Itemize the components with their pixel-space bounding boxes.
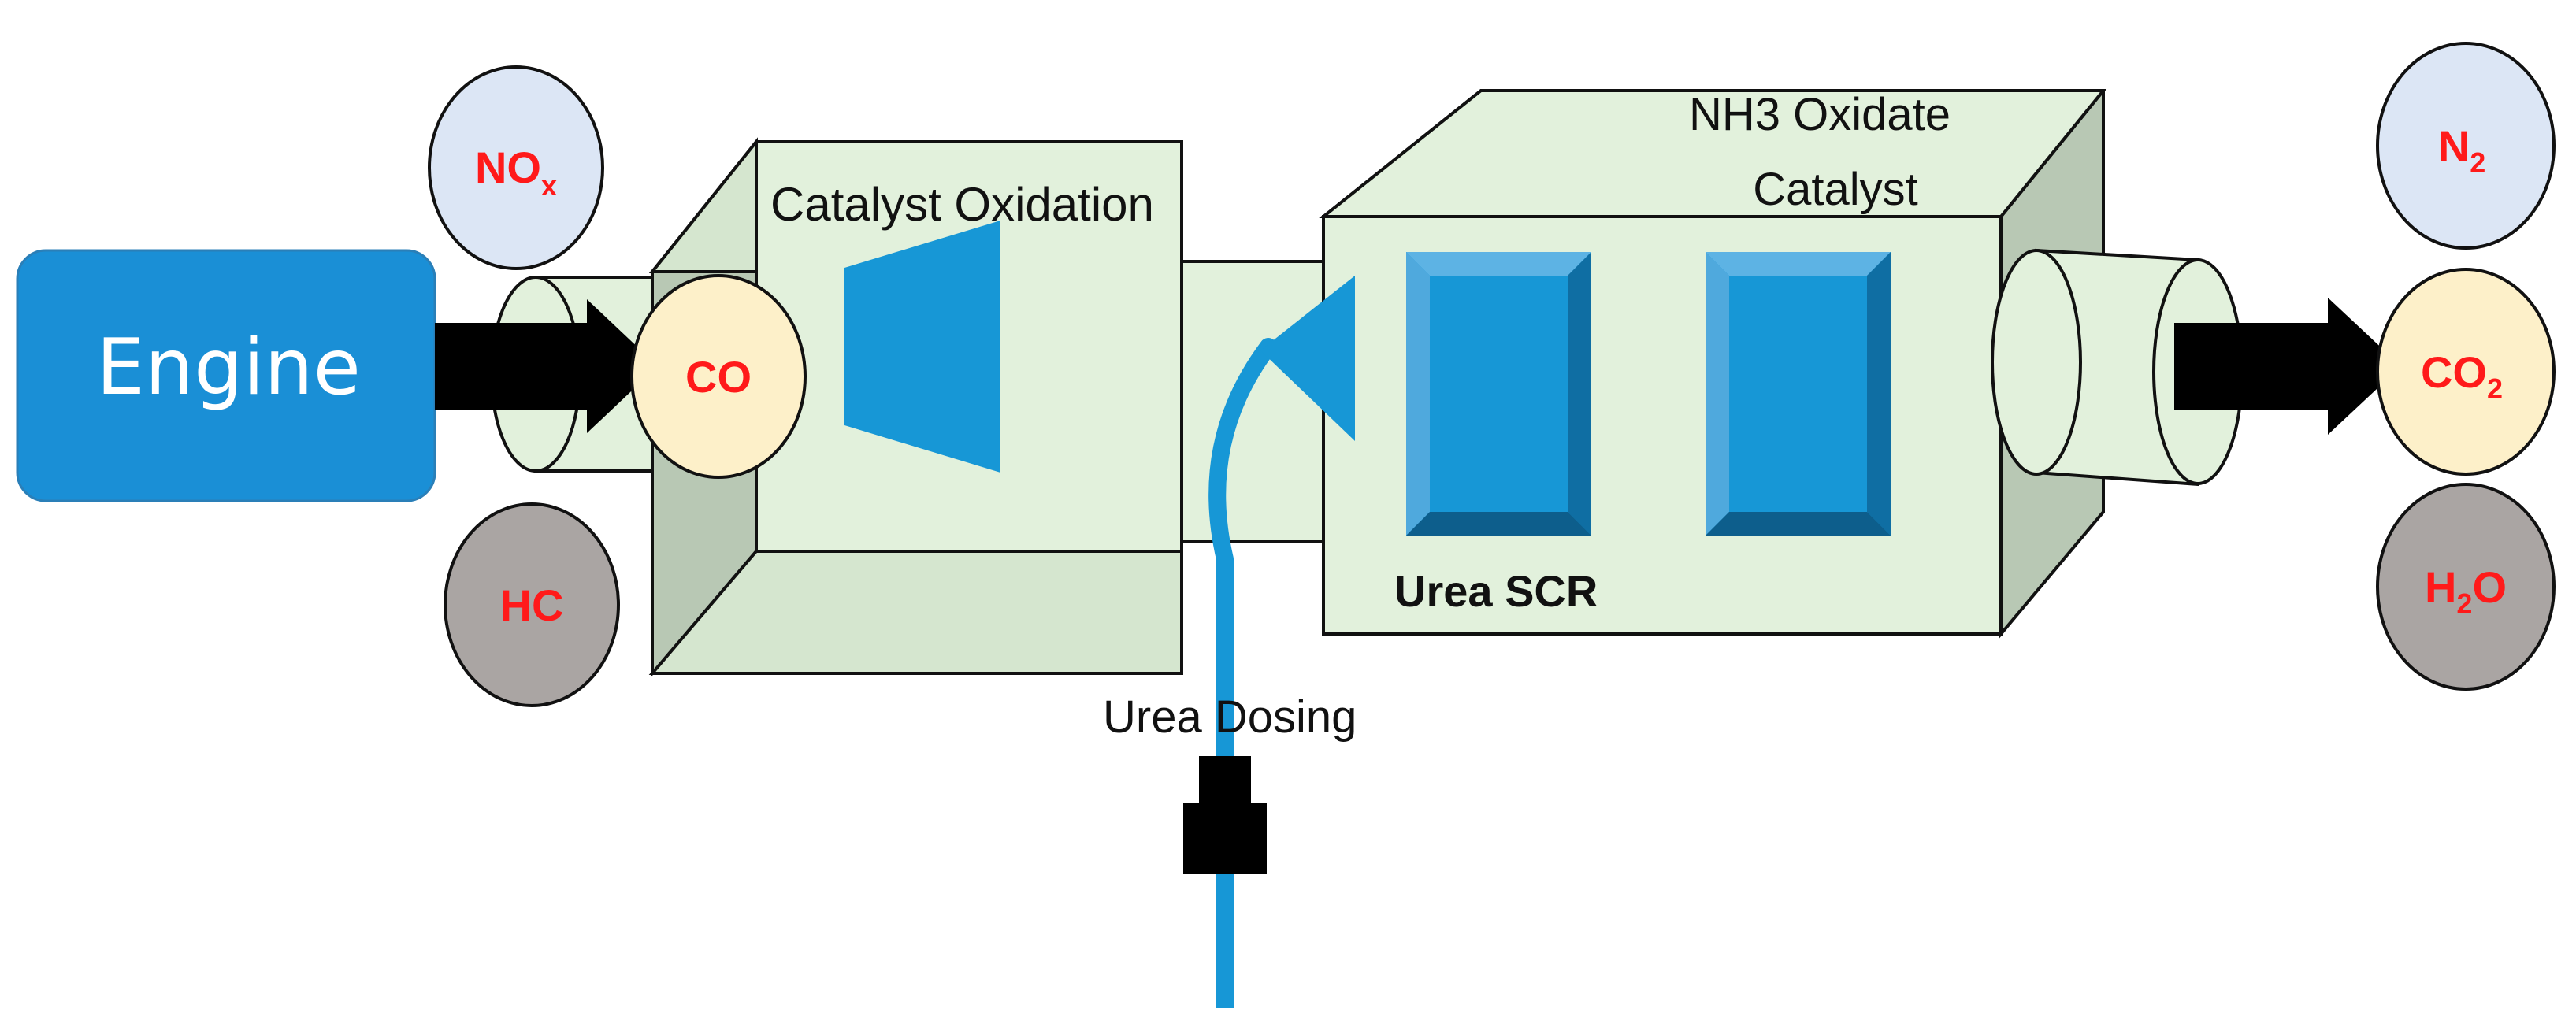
- n2-circle: N2: [2376, 42, 2556, 250]
- n2-sub: 2: [2470, 146, 2485, 179]
- urea-dosing-injector: Urea Dosing: [1103, 276, 1357, 1008]
- scr-catalyst-block-2: [1706, 252, 1891, 536]
- nh3-label-line1: NH3 Oxidate: [1689, 89, 1951, 140]
- urea-pump: [1199, 756, 1251, 803]
- inlet-arrow: [435, 299, 658, 433]
- hc-label: HC: [500, 580, 564, 630]
- engine-label: Engine: [96, 323, 361, 413]
- nox-base: NO: [475, 143, 541, 192]
- nox-circle: NOx: [428, 65, 604, 270]
- svg-text:H2O: H2O: [2425, 562, 2507, 620]
- nox-sub: x: [541, 169, 557, 202]
- urea-nozzle: [1260, 276, 1355, 441]
- co2-base: CO: [2421, 347, 2487, 397]
- co-label: CO: [685, 352, 752, 402]
- outlet-arrow: [2174, 298, 2401, 435]
- h2o-tail: O: [2472, 562, 2507, 612]
- scr-catalyst-block-1: [1406, 252, 1591, 536]
- oxidation-catalyst-element: [844, 221, 1000, 473]
- urea-scr-label: Urea SCR: [1394, 566, 1598, 616]
- svg-text:N2: N2: [2438, 121, 2485, 179]
- co2-circle: CO2: [2376, 268, 2556, 476]
- outlet-pipe: [1991, 248, 2244, 487]
- nh3-label-line2: Catalyst: [1753, 164, 1918, 215]
- h2o-base: H: [2425, 562, 2456, 612]
- engine-block: Engine: [16, 249, 436, 502]
- catalyst-oxidation-label: Catalyst Oxidation: [770, 178, 1154, 231]
- hc-circle: HC: [444, 502, 620, 707]
- connecting-pipe: [1180, 260, 1333, 543]
- co2-sub: 2: [2487, 373, 2503, 405]
- svg-text:NOx: NOx: [475, 143, 557, 202]
- co-circle: CO: [630, 274, 807, 479]
- scr-box: NH3 Oxidate Catalyst Urea SCR: [1319, 89, 2107, 639]
- svg-text:CO2: CO2: [2421, 347, 2503, 405]
- h2o-sub: 2: [2456, 587, 2472, 620]
- urea-dosing-label: Urea Dosing: [1103, 691, 1357, 743]
- n2-base: N: [2438, 121, 2470, 171]
- h2o-circle: H2O: [2376, 483, 2556, 691]
